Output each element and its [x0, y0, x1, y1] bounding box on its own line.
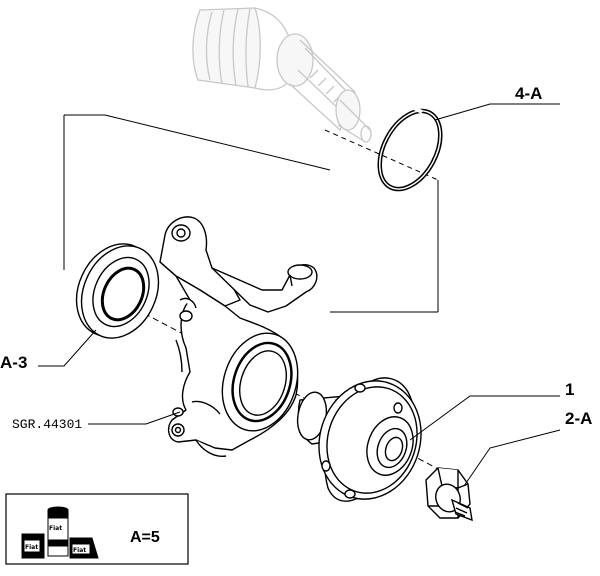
steering-knuckle	[159, 216, 318, 457]
lubricant-quantity-label: A=5	[130, 529, 160, 546]
tube-brand-text: Fiat	[49, 525, 62, 532]
callout-4-a: 4-A	[515, 84, 542, 103]
callout-2-a: 2-A	[565, 409, 592, 428]
drive-shaft-ghost	[192, 7, 372, 143]
wheel-hub	[296, 377, 422, 502]
hub-nut	[425, 467, 473, 522]
jar-brand-text: Fiat	[25, 544, 38, 551]
grease-tube-icon	[47, 506, 69, 557]
oil-seal	[75, 243, 160, 339]
callout-a-3: A-3	[0, 353, 27, 372]
grease-can-icon	[69, 537, 99, 559]
circlip-ring	[377, 106, 443, 192]
leader-lines	[38, 103, 561, 487]
can-brand-text: Fiat	[73, 547, 86, 554]
callout-sgr-44301: SGR.44301	[12, 417, 82, 432]
callout-1: 1	[565, 380, 574, 399]
lubricant-legend: Fiat Fiat Fiat A=5	[5, 493, 189, 565]
grease-jar-icon	[21, 533, 45, 559]
